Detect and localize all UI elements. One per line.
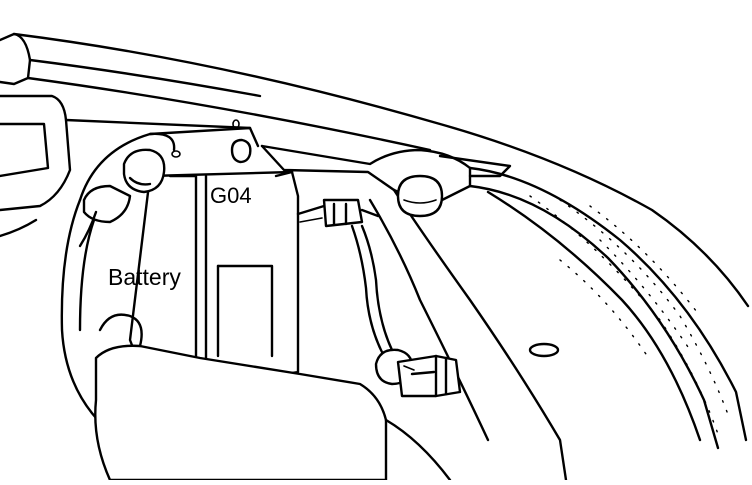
ground-bolt [374, 348, 462, 398]
fender-panel [468, 166, 748, 450]
left-panel [0, 94, 252, 238]
inner-panel-bracket [260, 144, 568, 482]
battery-cover [94, 313, 452, 482]
battery-tray [60, 126, 260, 442]
ground-connector-g04 [296, 198, 380, 228]
label-battery: Battery [108, 264, 181, 290]
positive-terminal [78, 148, 166, 248]
mounting-dome [396, 174, 444, 218]
mounting-holes [171, 119, 560, 358]
label-g04: G04 [210, 183, 252, 208]
hood-edge [0, 32, 750, 308]
ground-wire [350, 224, 394, 358]
